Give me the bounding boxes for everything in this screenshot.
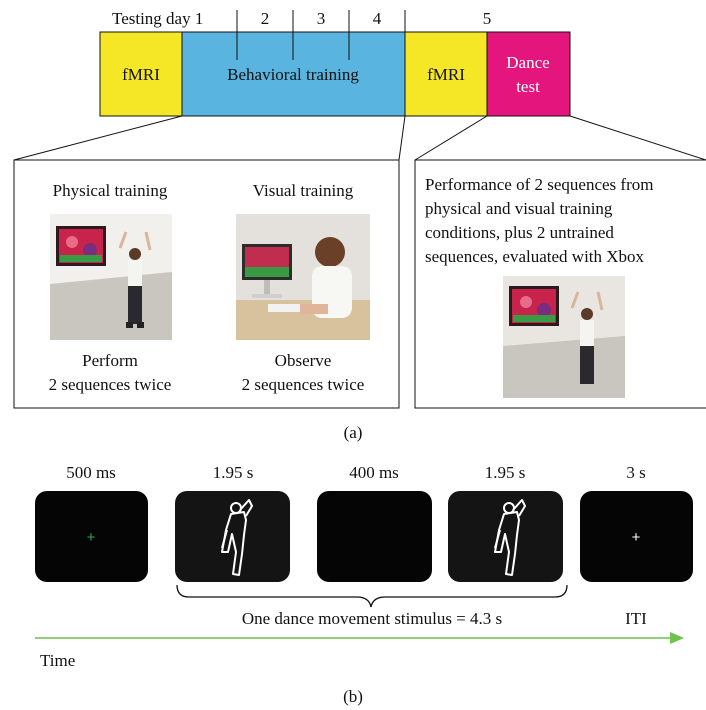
testing-day-label: Testing day 1 [112, 9, 203, 28]
dance-test-line-1: Performance of 2 sequences from [425, 175, 653, 194]
dance-test-box [414, 159, 706, 409]
dance-label-line1: Dance [506, 53, 549, 72]
connector-left [13, 115, 183, 161]
iti-label: ITI [625, 609, 647, 628]
behavioral-training-label: Behavioral training [227, 65, 359, 84]
physical-training-photo [50, 214, 172, 340]
connector-mid [398, 115, 406, 161]
connector-dance-left [414, 115, 488, 161]
time-label: Time [40, 651, 75, 670]
connector-dance-right [569, 115, 706, 161]
fmri-post-label: fMRI [427, 65, 465, 84]
visual-training-photo [236, 214, 370, 340]
stimulus-duration-label: One dance movement stimulus = 4.3 s [242, 609, 502, 628]
panel-b-label: (b) [343, 687, 363, 706]
duration-1-95s-second: 1.95 s [485, 463, 526, 482]
screen-fixation-last [580, 491, 693, 582]
training-box [13, 159, 400, 409]
visual-sequences-label: 2 sequences twice [242, 375, 365, 394]
dance-test-photo [503, 276, 625, 398]
fmri-pre-block [99, 31, 183, 117]
day-number-5: 5 [483, 9, 492, 28]
fixation-cross-first: + [87, 529, 96, 546]
duration-500ms: 500 ms [66, 463, 116, 482]
day-number-4: 4 [373, 9, 382, 28]
day-number-3: 3 [317, 9, 326, 28]
dance-test-block [486, 31, 571, 117]
fmri-pre-label: fMRI [122, 65, 160, 84]
stimulus-brace [176, 584, 568, 608]
duration-3s: 3 s [626, 463, 645, 482]
timeline: Testing day 1 2 3 4 5 fMRI Behavioral tr… [99, 9, 571, 117]
dancer-silhouette-first [221, 499, 253, 576]
physical-perform-label: Perform [82, 351, 138, 370]
physical-sequences-label: 2 sequences twice [49, 375, 172, 394]
visual-observe-label: Observe [275, 351, 332, 370]
fixation-cross-last: + [632, 529, 641, 546]
screen-blank [317, 491, 432, 582]
screen-fixation-first [35, 491, 148, 582]
dance-test-line-2: physical and visual training [425, 199, 613, 218]
dance-test-line-3: conditions, plus 2 untrained [425, 223, 614, 242]
dancer-silhouette-second [494, 499, 526, 576]
fmri-post-block [404, 31, 488, 117]
visual-training-title: Visual training [253, 181, 354, 200]
duration-400ms: 400 ms [349, 463, 399, 482]
dance-label-line2: test [516, 77, 540, 96]
dance-test-line-4: sequences, evaluated with Xbox [425, 247, 645, 266]
physical-training-title: Physical training [53, 181, 168, 200]
time-arrow-head [670, 632, 684, 644]
day-number-2: 2 [261, 9, 270, 28]
duration-1-95s-first: 1.95 s [213, 463, 254, 482]
panel-a-label: (a) [344, 423, 363, 442]
